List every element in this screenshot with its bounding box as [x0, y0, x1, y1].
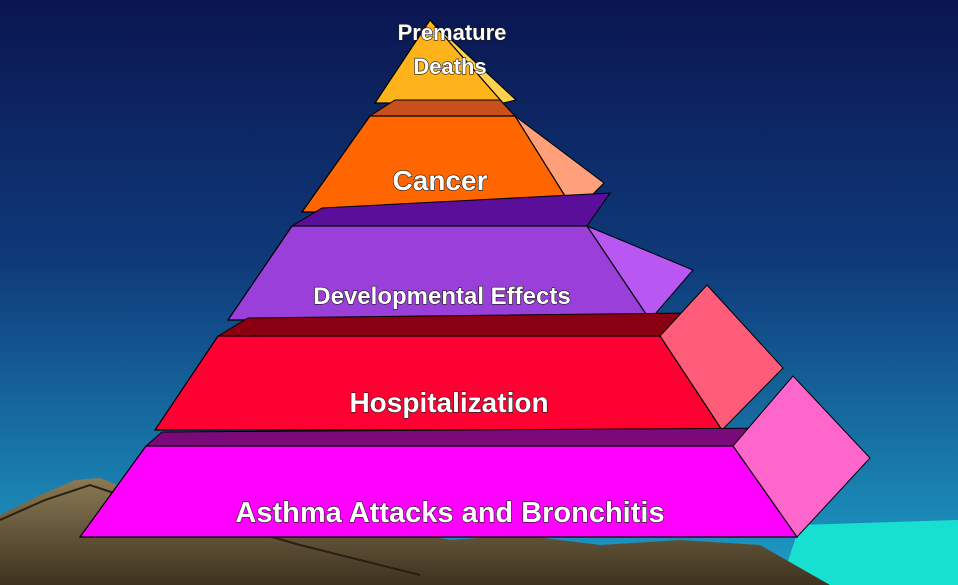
tier-label: Asthma Attacks and Bronchitis — [235, 497, 664, 529]
tier-label: Deaths — [413, 54, 486, 79]
sea — [780, 520, 958, 585]
tier-label: Hospitalization — [349, 387, 548, 418]
tier-label: Premature — [398, 20, 507, 45]
pyramid-tier-4: Hospitalization — [153, 284, 784, 431]
tier-label: Developmental Effects — [313, 283, 570, 310]
pyramid-tier-3: Developmental Effects — [226, 192, 694, 321]
tier-top-face — [368, 99, 517, 117]
tier-label: Cancer — [393, 165, 488, 196]
pyramid-tier-5: Asthma Attacks and Bronchitis — [78, 375, 871, 538]
tier-front-face — [78, 445, 799, 538]
pyramid-tier-2: Cancer — [300, 99, 605, 213]
